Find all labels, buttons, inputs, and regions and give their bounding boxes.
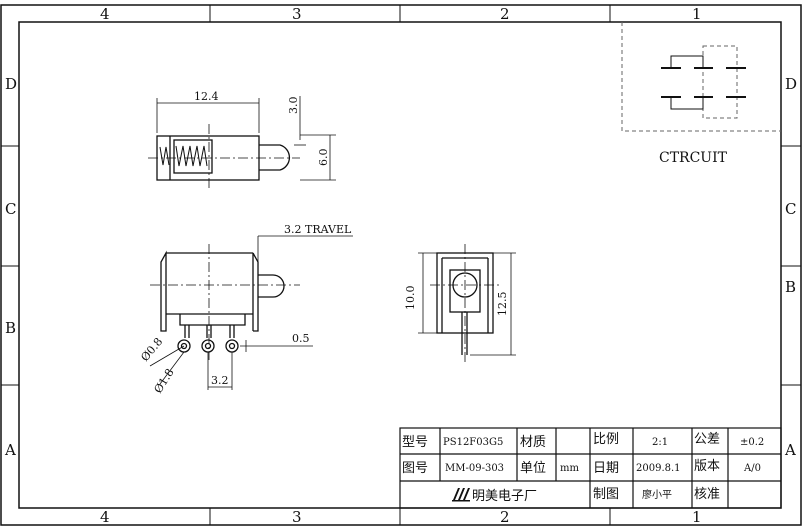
zone-top-3: 3 (292, 5, 302, 23)
outer-frame (0, 4, 802, 526)
zone-left-a: A (4, 441, 16, 459)
dim-pin-offset: 0.5 (292, 332, 310, 345)
model-label: 型号 (402, 435, 428, 450)
zone-left-c: C (5, 200, 16, 218)
material-label: 材质 (520, 435, 546, 450)
dim-top-plunger: 3.0 (287, 97, 300, 115)
title-block-grid (399, 427, 782, 509)
circuit-diagram: CTRCUIT (621, 22, 781, 166)
zone-top-1: 1 (692, 5, 702, 23)
zone-right-c: C (785, 200, 796, 218)
zone-right-b: B (785, 278, 796, 296)
drawn-label: 制图 (593, 487, 619, 502)
zone-right-a: A (784, 441, 796, 459)
zone-top-2: 2 (500, 5, 510, 23)
top-view (148, 96, 336, 190)
zone-bottom-1: 1 (692, 508, 702, 526)
front-view (149, 235, 353, 390)
company-name: 明美电子厂 (472, 489, 537, 504)
tolerance-label: 公差 (694, 432, 720, 447)
dim-travel: 3.2 TRAVEL (284, 223, 352, 236)
unit-label: 单位 (520, 461, 546, 476)
circuit-label: CTRCUIT (659, 150, 728, 166)
dim-side-h2: 12.5 (496, 292, 509, 317)
version-value: A/0 (743, 463, 761, 474)
drawing-no-label: 图号 (402, 461, 428, 476)
dim-pad-dia: Ø1.8 (152, 366, 177, 395)
zone-bottom-2: 2 (500, 508, 510, 526)
scale-label: 比例 (593, 432, 619, 447)
zone-bottom-3: 3 (292, 508, 302, 526)
dim-side-h1: 10.0 (404, 286, 417, 311)
zone-top-4: 4 (100, 5, 110, 23)
side-view (418, 244, 516, 365)
zone-bottom-4: 4 (100, 508, 110, 526)
company-logo-icon (452, 488, 470, 502)
drawn-value: 廖小平 (642, 488, 672, 501)
dim-top-length: 12.4 (194, 90, 219, 103)
zone-right-d: D (785, 75, 797, 93)
check-label: 核准 (694, 487, 720, 502)
dim-top-height: 6.0 (317, 149, 330, 167)
zone-left-d: D (5, 75, 17, 93)
version-label: 版本 (694, 459, 720, 474)
scale-value: 2:1 (652, 437, 668, 448)
tolerance-value: ±0.2 (740, 437, 764, 448)
drawing-no-value: MM-09-303 (445, 463, 504, 474)
dim-pin-pitch: 3.2 (211, 374, 229, 387)
zone-ticks (1, 5, 801, 525)
model-value: PS12F03G5 (443, 437, 503, 448)
date-label: 日期 (593, 461, 619, 476)
date-value: 2009.8.1 (636, 463, 681, 474)
zone-left-b: B (5, 319, 16, 337)
unit-value: mm (560, 463, 579, 474)
